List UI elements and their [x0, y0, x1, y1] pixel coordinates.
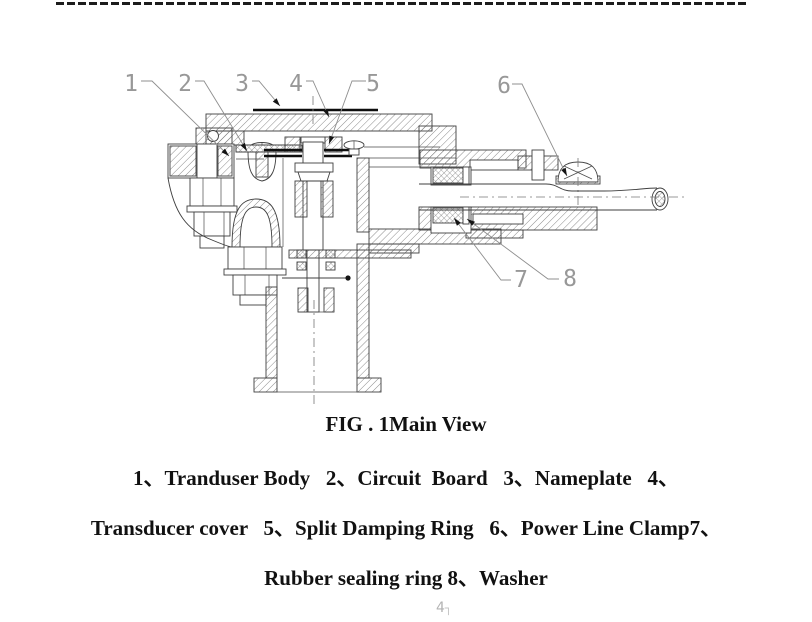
callout-8: 8: [466, 218, 577, 292]
nameplate-line: [253, 96, 378, 124]
callout-6: 6: [497, 73, 568, 177]
left-bracket: [167, 127, 238, 249]
power-line-clamp-screw: [531, 149, 601, 206]
callout-8-number: 8: [563, 266, 577, 292]
page-top-dashed-border: [56, 2, 747, 5]
circuit-board: [235, 144, 303, 160]
callout-3-number: 3: [235, 71, 249, 97]
power-cable: [419, 183, 688, 211]
parts-list-line-1: 1、Tranduser Body 2、Circuit Board 3、Namep…: [132, 466, 679, 490]
callout-5-number: 5: [366, 71, 380, 97]
callout-7-number: 7: [514, 267, 528, 293]
callout-1: 1: [124, 71, 230, 157]
cover-screw: [343, 140, 440, 156]
center-bolt-assembly: [282, 136, 351, 313]
stem-tube: [253, 243, 382, 408]
callout-1-number: 1: [124, 71, 138, 97]
figure-caption: FIG . 1Main View: [325, 412, 487, 436]
callout-2: 2: [178, 71, 248, 152]
page-number: 4: [436, 600, 445, 616]
page-footer: 4┐: [436, 600, 452, 616]
callout-2-number: 2: [178, 71, 192, 97]
callout-3: 3: [235, 71, 281, 107]
washer-part: [462, 166, 470, 225]
parts-list-line-3: Rubber sealing ring 8、Washer: [264, 566, 548, 590]
split-damping-ring: [264, 136, 352, 158]
callout-4-number: 4: [289, 71, 303, 97]
paragraph-mark: ┐: [444, 601, 453, 615]
callout-6-number: 6: [497, 73, 511, 99]
callout-4: 4: [289, 71, 330, 118]
callout-7: 7: [453, 217, 528, 293]
parts-list-line-2: Transducer cover 5、Split Damping Ring 6、…: [90, 516, 722, 540]
callout-5: 5: [328, 71, 380, 145]
